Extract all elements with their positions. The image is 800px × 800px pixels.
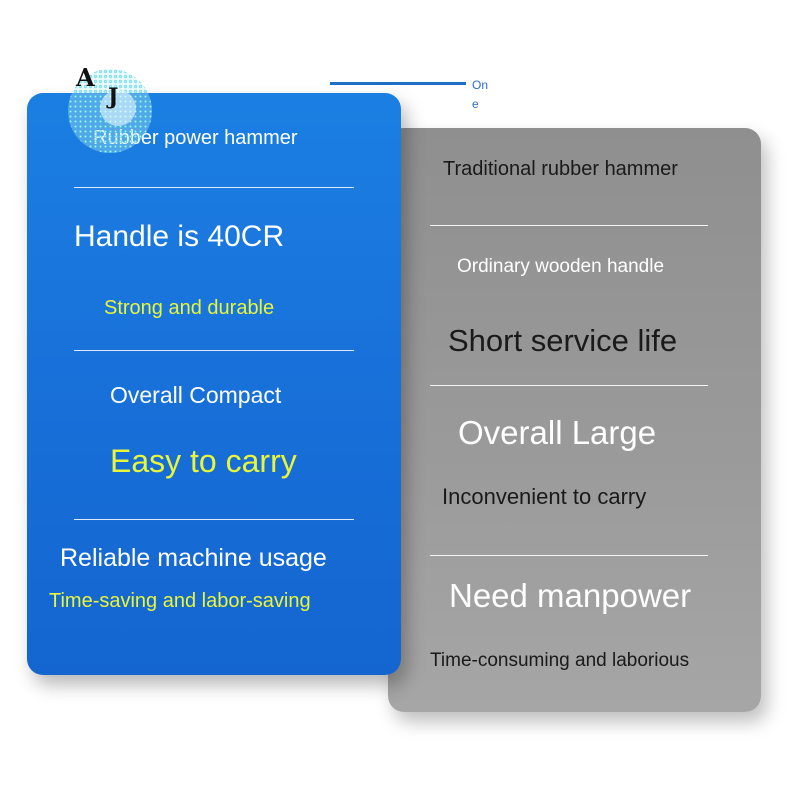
logo-lettering: J xyxy=(106,84,118,110)
service-life-text: Short service life xyxy=(448,323,678,358)
traditional-hammer-card: Traditional rubber hammer Ordinary woode… xyxy=(388,128,761,712)
time-saving-text: Time-saving and labor-saving xyxy=(49,590,311,612)
brand-logo: A J xyxy=(58,63,156,154)
divider xyxy=(74,519,354,520)
divider xyxy=(430,385,708,386)
header-accent-line xyxy=(330,82,466,85)
logo-lettering: A xyxy=(75,64,95,92)
easy-carry-text: Easy to carry xyxy=(110,443,297,479)
wooden-handle-text: Ordinary wooden handle xyxy=(457,256,665,277)
laborious-text: Time-consuming and laborious xyxy=(430,650,690,671)
reliable-usage-text: Reliable machine usage xyxy=(60,544,327,572)
power-hammer-card: Rubber power hammer Handle is 40CR Stron… xyxy=(27,93,401,675)
divider xyxy=(74,350,354,351)
need-manpower-text: Need manpower xyxy=(449,577,692,614)
overall-large-text: Overall Large xyxy=(458,414,657,451)
divider xyxy=(430,225,708,226)
traditional-card-title: Traditional rubber hammer xyxy=(443,158,678,180)
header-label: One xyxy=(472,78,489,111)
overall-compact-text: Overall Compact xyxy=(110,382,282,408)
handle-40cr-text: Handle is 40CR xyxy=(74,220,285,253)
divider xyxy=(430,555,708,556)
strong-durable-text: Strong and durable xyxy=(104,297,275,319)
inconvenient-text: Inconvenient to carry xyxy=(442,484,647,509)
divider xyxy=(74,187,354,188)
